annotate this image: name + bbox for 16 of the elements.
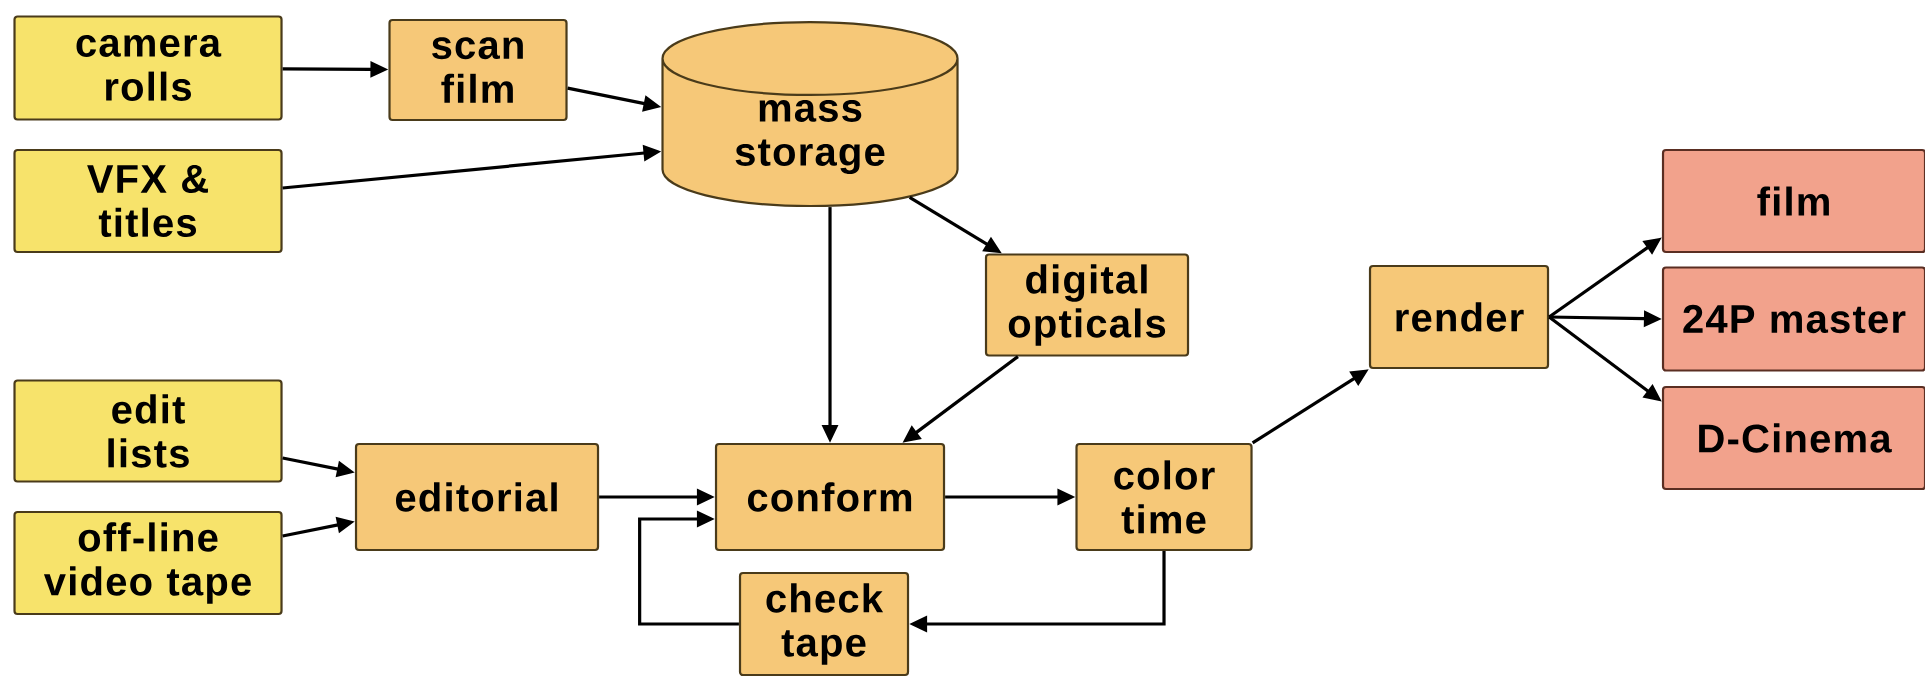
process-box: render xyxy=(1368,264,1550,370)
process-box: film xyxy=(1661,148,1925,254)
process-box: conform xyxy=(714,442,946,552)
process-box: check tape xyxy=(738,571,910,677)
process-box: VFX & titles xyxy=(13,148,283,254)
process-box: off-line video tape xyxy=(13,510,283,616)
process-box: color time xyxy=(1075,442,1253,552)
storage-cylinder: mass storage xyxy=(661,21,959,208)
process-box: D-Cinema xyxy=(1661,385,1925,491)
process-box: digital opticals xyxy=(984,253,1190,357)
process-box: camera rolls xyxy=(13,15,283,121)
process-box: editorial xyxy=(354,442,600,552)
arrow xyxy=(638,510,739,626)
process-box: scan film xyxy=(388,18,568,122)
process-box: 24P master xyxy=(1661,266,1925,372)
process-box: edit lists xyxy=(13,379,283,483)
